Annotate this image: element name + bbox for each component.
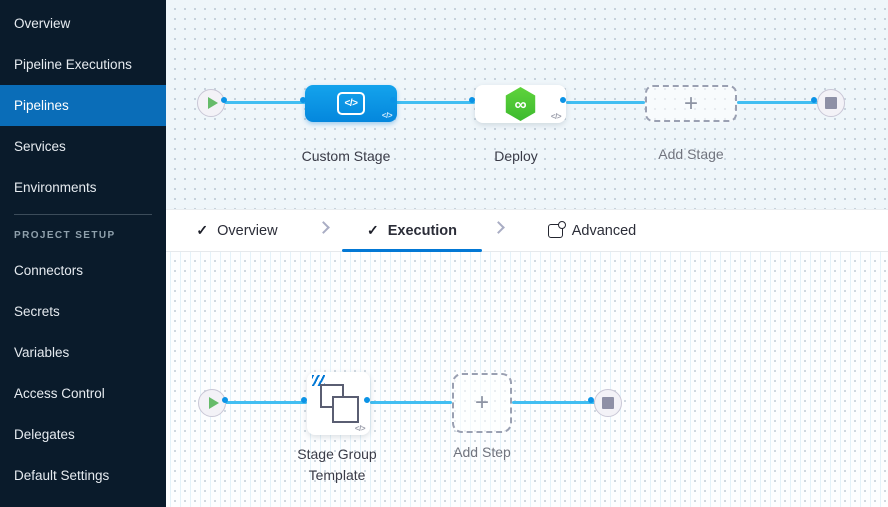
- code-view-icon: </>: [381, 111, 393, 120]
- sidebar-item-overview[interactable]: Overview: [14, 16, 71, 31]
- connection-point[interactable]: [301, 397, 307, 403]
- sidebar-item-access-control[interactable]: Access Control: [14, 386, 105, 401]
- chevron-right-icon: [317, 221, 330, 234]
- connection-point[interactable]: [221, 97, 227, 103]
- connector-line: [396, 101, 475, 104]
- connector-line: [211, 101, 306, 104]
- tab-overview-label: Overview: [217, 222, 278, 239]
- execution-start-node[interactable]: [198, 389, 226, 417]
- sidebar-item-default-settings[interactable]: Default Settings: [14, 468, 110, 483]
- pipeline-studio-main: </> </> ∞ </> + Custom Stage De: [166, 0, 888, 507]
- sidebar-item-services[interactable]: Services: [14, 139, 66, 154]
- sidebar-item-pipelines[interactable]: Pipelines: [0, 85, 166, 126]
- add-step-button[interactable]: +: [452, 373, 512, 433]
- check-icon: ✓: [196, 222, 209, 238]
- connection-point[interactable]: [222, 397, 228, 403]
- tab-execution-label: Execution: [387, 222, 458, 239]
- connector-line: [737, 101, 831, 104]
- sidebar-divider: [14, 214, 152, 215]
- connector-line: [370, 401, 452, 404]
- stage-label-add-stage: Add Stage: [658, 146, 724, 162]
- tab-execution[interactable]: ✓ Execution: [342, 210, 482, 252]
- play-icon: [207, 97, 218, 109]
- connector-line: [566, 101, 645, 104]
- deploy-cd-icon: ∞: [505, 87, 536, 121]
- sidebar-item-connectors[interactable]: Connectors: [14, 263, 84, 278]
- connection-point[interactable]: [469, 97, 475, 103]
- sidebar-section-project-setup: PROJECT SETUP: [14, 229, 116, 241]
- stage-config-tabbar: ✓ Overview ✓ Execution Advanced: [166, 209, 888, 252]
- code-view-icon: </>: [550, 112, 562, 121]
- connection-point[interactable]: [390, 97, 396, 103]
- chevron-right-icon: [492, 221, 505, 234]
- code-view-icon: </>: [354, 424, 366, 433]
- stage-label-custom-stage: Custom Stage: [301, 148, 391, 164]
- tab-advanced[interactable]: Advanced: [532, 210, 652, 251]
- execution-end-node[interactable]: [594, 389, 622, 417]
- stop-icon: [825, 97, 837, 109]
- plus-icon: +: [683, 89, 698, 117]
- gear-icon: [557, 220, 566, 229]
- play-icon: [208, 397, 219, 409]
- add-stage-button[interactable]: +: [645, 85, 737, 122]
- connection-point[interactable]: [300, 97, 306, 103]
- pipeline-end-node[interactable]: [817, 89, 845, 117]
- connection-point[interactable]: [364, 397, 370, 403]
- label-line-2: Template: [308, 467, 366, 483]
- connection-point[interactable]: [588, 397, 594, 403]
- connector-line: [512, 401, 608, 404]
- sidebar-item-secrets[interactable]: Secrets: [14, 304, 60, 319]
- sidebar-nav: Overview Pipeline Executions Pipelines S…: [0, 0, 166, 507]
- stage-node-custom-stage[interactable]: </> </>: [305, 85, 397, 122]
- stage-group-icon: [332, 396, 359, 423]
- stop-icon: [602, 397, 614, 409]
- plus-icon: +: [474, 389, 489, 416]
- sidebar-item-delegates[interactable]: Delegates: [14, 427, 75, 442]
- execution-canvas: </> + Stage Group Template Add Step: [166, 252, 888, 507]
- sidebar-item-environments[interactable]: Environments: [14, 180, 97, 195]
- advanced-settings-icon: [547, 220, 566, 238]
- step-node-stage-group-template[interactable]: </>: [307, 372, 370, 435]
- tab-advanced-label: Advanced: [571, 222, 637, 239]
- sidebar-item-pipeline-executions[interactable]: Pipeline Executions: [14, 57, 132, 72]
- custom-stage-icon: </>: [337, 92, 365, 115]
- label-line-1: Stage Group: [297, 446, 377, 462]
- connection-point[interactable]: [560, 97, 566, 103]
- stage-node-deploy[interactable]: ∞ </>: [475, 85, 566, 123]
- active-tab-underline: [342, 249, 482, 252]
- pipeline-start-node[interactable]: [197, 89, 225, 117]
- connection-point[interactable]: [811, 97, 817, 103]
- template-marker-icon: [312, 375, 325, 386]
- sidebar-item-variables[interactable]: Variables: [14, 345, 70, 360]
- stage-label-deploy: Deploy: [494, 148, 538, 164]
- connector-line: [212, 401, 307, 404]
- step-label-stage-group-template: Stage Group Template: [257, 444, 417, 486]
- step-label-add-step: Add Step: [453, 444, 511, 460]
- tab-overview[interactable]: ✓ Overview: [193, 210, 281, 251]
- stage-pipeline-canvas: </> </> ∞ </> + Custom Stage De: [166, 0, 888, 209]
- check-icon: ✓: [366, 222, 379, 238]
